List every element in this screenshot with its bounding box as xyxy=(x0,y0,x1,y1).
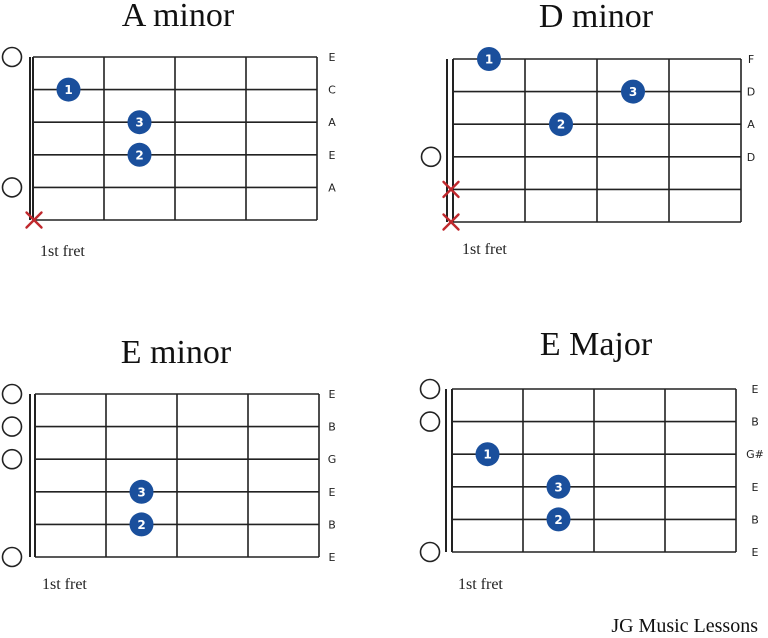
string-note-label: B xyxy=(328,518,336,531)
open-string-circle xyxy=(1,46,23,68)
finger-number: 3 xyxy=(554,480,562,494)
open-string-circle xyxy=(1,383,23,405)
chord-title: A minor xyxy=(122,0,235,34)
string-note-label: E xyxy=(329,51,336,64)
mute-stroke xyxy=(25,211,43,229)
fret-position-label: 1st fret xyxy=(462,241,507,258)
finger-number: 2 xyxy=(137,518,145,532)
open-string-circle xyxy=(1,416,23,437)
fret-position-label: 1st fret xyxy=(40,243,85,260)
string-note-label: G# xyxy=(746,448,764,461)
muted-string-x xyxy=(442,180,460,199)
mute-stroke xyxy=(442,180,460,199)
finger-number: 2 xyxy=(557,118,565,132)
finger-number: 3 xyxy=(135,116,143,130)
open-string-circle xyxy=(420,146,442,168)
string-note-label: G xyxy=(328,453,337,466)
finger-number: 3 xyxy=(137,485,145,499)
finger-number: 2 xyxy=(554,513,562,527)
string-note-label: E xyxy=(752,383,759,396)
finger-number: 1 xyxy=(485,53,493,67)
finger-dot xyxy=(546,474,571,499)
finger-dot xyxy=(477,47,501,71)
finger-dot xyxy=(127,142,152,167)
fret-position-label: 1st fret xyxy=(42,576,87,593)
chord-title: E minor xyxy=(121,334,232,371)
finger-dot xyxy=(129,512,154,537)
open-string-circle xyxy=(419,411,441,432)
string-note-label: C xyxy=(328,84,336,97)
chord-title: D minor xyxy=(539,0,654,35)
footer-credit: JG Music Lessons xyxy=(611,615,758,637)
open-string-circle xyxy=(1,546,23,568)
chord-title: E Major xyxy=(540,326,653,363)
finger-dot xyxy=(546,507,571,532)
muted-string-x xyxy=(25,211,43,229)
string-note-label: F xyxy=(748,53,754,66)
string-note-label: E xyxy=(752,546,759,559)
string-note-label: E xyxy=(329,551,336,564)
finger-dot xyxy=(549,112,573,137)
string-note-label: E xyxy=(329,149,336,162)
string-note-label: D xyxy=(747,151,755,164)
mute-stroke xyxy=(442,213,460,231)
finger-number: 1 xyxy=(483,448,491,462)
string-note-label: B xyxy=(751,513,759,526)
finger-dot xyxy=(56,77,81,102)
string-note-label: B xyxy=(751,416,759,429)
finger-number: 3 xyxy=(629,85,637,99)
open-string-circle xyxy=(419,541,441,563)
string-note-label: A xyxy=(328,116,336,129)
finger-number: 2 xyxy=(135,148,143,162)
open-string-circle xyxy=(1,448,23,470)
finger-dot xyxy=(475,442,500,467)
finger-dot xyxy=(127,110,152,135)
fret-position-label: 1st fret xyxy=(458,576,503,593)
open-string-circle xyxy=(419,378,441,400)
finger-dot xyxy=(129,479,154,504)
string-note-label: B xyxy=(328,421,336,434)
string-note-label: A xyxy=(328,181,336,194)
string-note-label: E xyxy=(329,388,336,401)
string-note-label: E xyxy=(752,481,759,494)
open-string-circle xyxy=(1,177,23,198)
string-note-label: D xyxy=(747,86,755,99)
finger-number: 1 xyxy=(64,83,72,97)
finger-dot xyxy=(621,79,645,104)
muted-string-x xyxy=(442,213,460,231)
string-note-label: E xyxy=(329,486,336,499)
string-note-label: A xyxy=(747,118,755,131)
